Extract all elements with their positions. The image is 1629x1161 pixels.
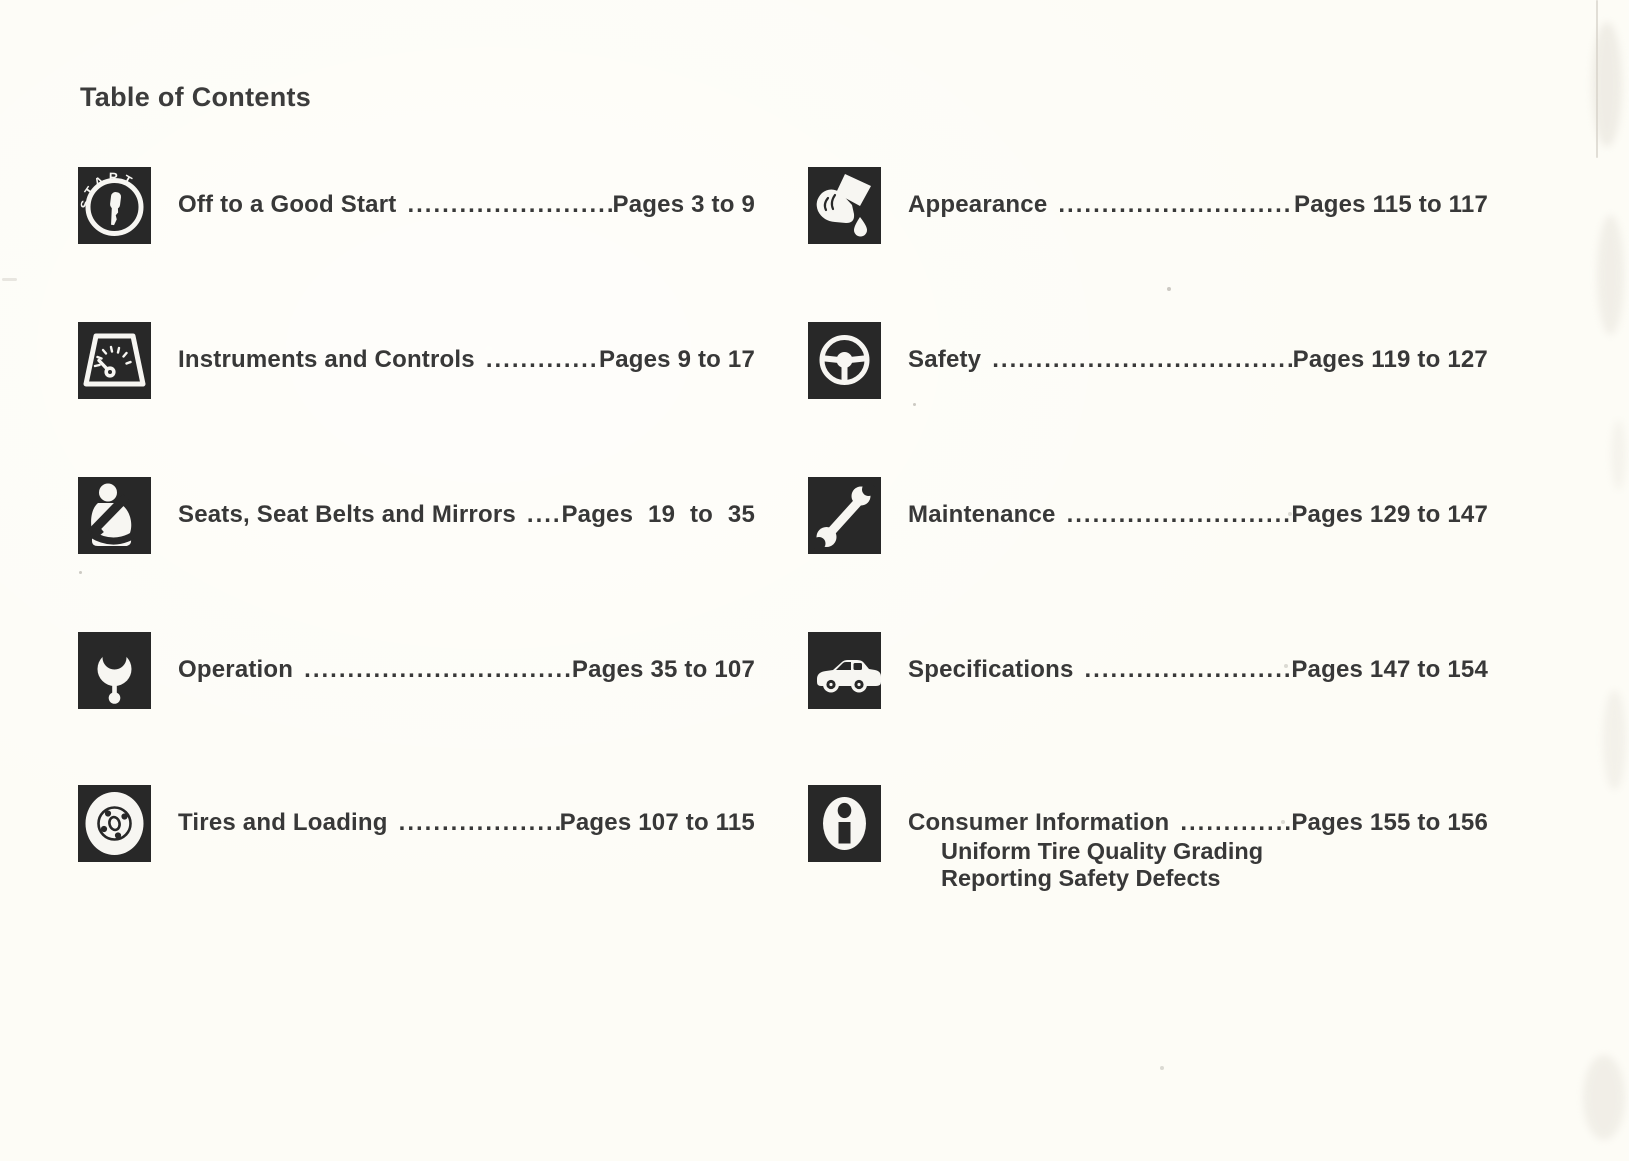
toc-entry: Safety .................................… xyxy=(808,322,1510,400)
toc-entry: Specifications .........................… xyxy=(808,632,1510,710)
leader-dots: .............................. xyxy=(407,191,612,218)
page-range: Pages 115 to 117 xyxy=(1293,191,1488,218)
entry-label: Appearance xyxy=(908,191,1048,218)
toc-entry: START Off to a Good Start ..............… xyxy=(78,167,777,245)
page-range: Pages 35 to 107 xyxy=(571,656,755,683)
entry-label: Safety xyxy=(908,346,982,373)
entry-label: Seats, Seat Belts and Mirrors xyxy=(178,501,516,528)
gear-shift-icon xyxy=(78,632,151,709)
wrench-icon xyxy=(808,477,881,554)
leader-dots: ............................... xyxy=(1058,191,1294,218)
page-range: Pages 147 to 154 xyxy=(1291,656,1488,683)
entry-label: Maintenance xyxy=(908,501,1056,528)
leader-dots: .................................... xyxy=(304,656,572,683)
leader-dots: ........................................… xyxy=(992,346,1293,373)
toc-sub-entry: Reporting Safety Defects xyxy=(941,865,1221,891)
scan-edge-line xyxy=(1596,0,1598,158)
entry-label: Consumer Information xyxy=(908,809,1170,836)
scan-smudge xyxy=(1597,215,1624,335)
scan-speck xyxy=(1167,287,1171,291)
page-range: Pages 155 to 156 xyxy=(1291,809,1488,836)
entry-label: Operation xyxy=(178,656,294,683)
scan-smudge xyxy=(1592,22,1622,147)
steering-wheel-icon xyxy=(808,322,881,399)
instrument-cluster-icon xyxy=(78,322,151,399)
car-icon xyxy=(808,632,881,709)
toc-entry: Tires and Loading ......................… xyxy=(78,785,777,863)
page-range: Pages 19 to 35 xyxy=(561,501,755,528)
page-range: Pages 3 to 9 xyxy=(612,191,755,218)
scan-speck xyxy=(79,571,82,574)
leader-dots: ........................... xyxy=(1084,656,1292,683)
page-range: Pages 9 to 17 xyxy=(598,346,755,373)
toc-entry: Seats, Seat Belts and Mirrors ...... Pag… xyxy=(78,477,777,555)
leader-dots: .............................. xyxy=(1066,501,1292,528)
info-icon xyxy=(808,785,881,862)
entry-label: Off to a Good Start xyxy=(178,191,397,218)
toc-entry: Maintenance ............................… xyxy=(808,477,1510,555)
toc-sub-entries: Uniform Tire Quality Grading Reporting S… xyxy=(941,838,1501,892)
toc-sub-entry: Uniform Tire Quality Grading xyxy=(941,838,1264,864)
toc-entry: Operation ..............................… xyxy=(78,632,777,710)
page-range: Pages 119 to 127 xyxy=(1292,346,1488,373)
tire-wheel-icon xyxy=(78,785,151,862)
toc-entry: Instruments and Controls ...............… xyxy=(78,322,777,400)
leader-dots: ...................... xyxy=(398,809,560,836)
entry-label: Specifications xyxy=(908,656,1074,683)
page-range: Pages 129 to 147 xyxy=(1291,501,1488,528)
leader-dots: ................. xyxy=(485,346,599,373)
entry-label: Instruments and Controls xyxy=(178,346,475,373)
toc-entry: Appearance .............................… xyxy=(808,167,1510,245)
cleaning-hand-icon xyxy=(808,167,881,244)
scan-speck xyxy=(1160,1066,1164,1070)
seat-belt-icon xyxy=(78,477,151,554)
page-range: Pages 107 to 115 xyxy=(559,809,755,836)
leader-dots: ............. xyxy=(1180,809,1292,836)
scan-speck xyxy=(913,403,916,406)
page-title: Table of Contents xyxy=(80,82,312,112)
leader-dots: ...... xyxy=(526,501,562,528)
ignition-start-icon: START xyxy=(78,167,151,244)
entry-label: Tires and Loading xyxy=(178,809,388,836)
toc-entry: Consumer Information ............. Pages… xyxy=(808,785,1510,895)
scan-smudge xyxy=(1611,420,1626,490)
scan-scratch xyxy=(2,278,17,281)
scan-smudge xyxy=(1603,690,1626,790)
scan-smudge xyxy=(1583,1055,1625,1140)
